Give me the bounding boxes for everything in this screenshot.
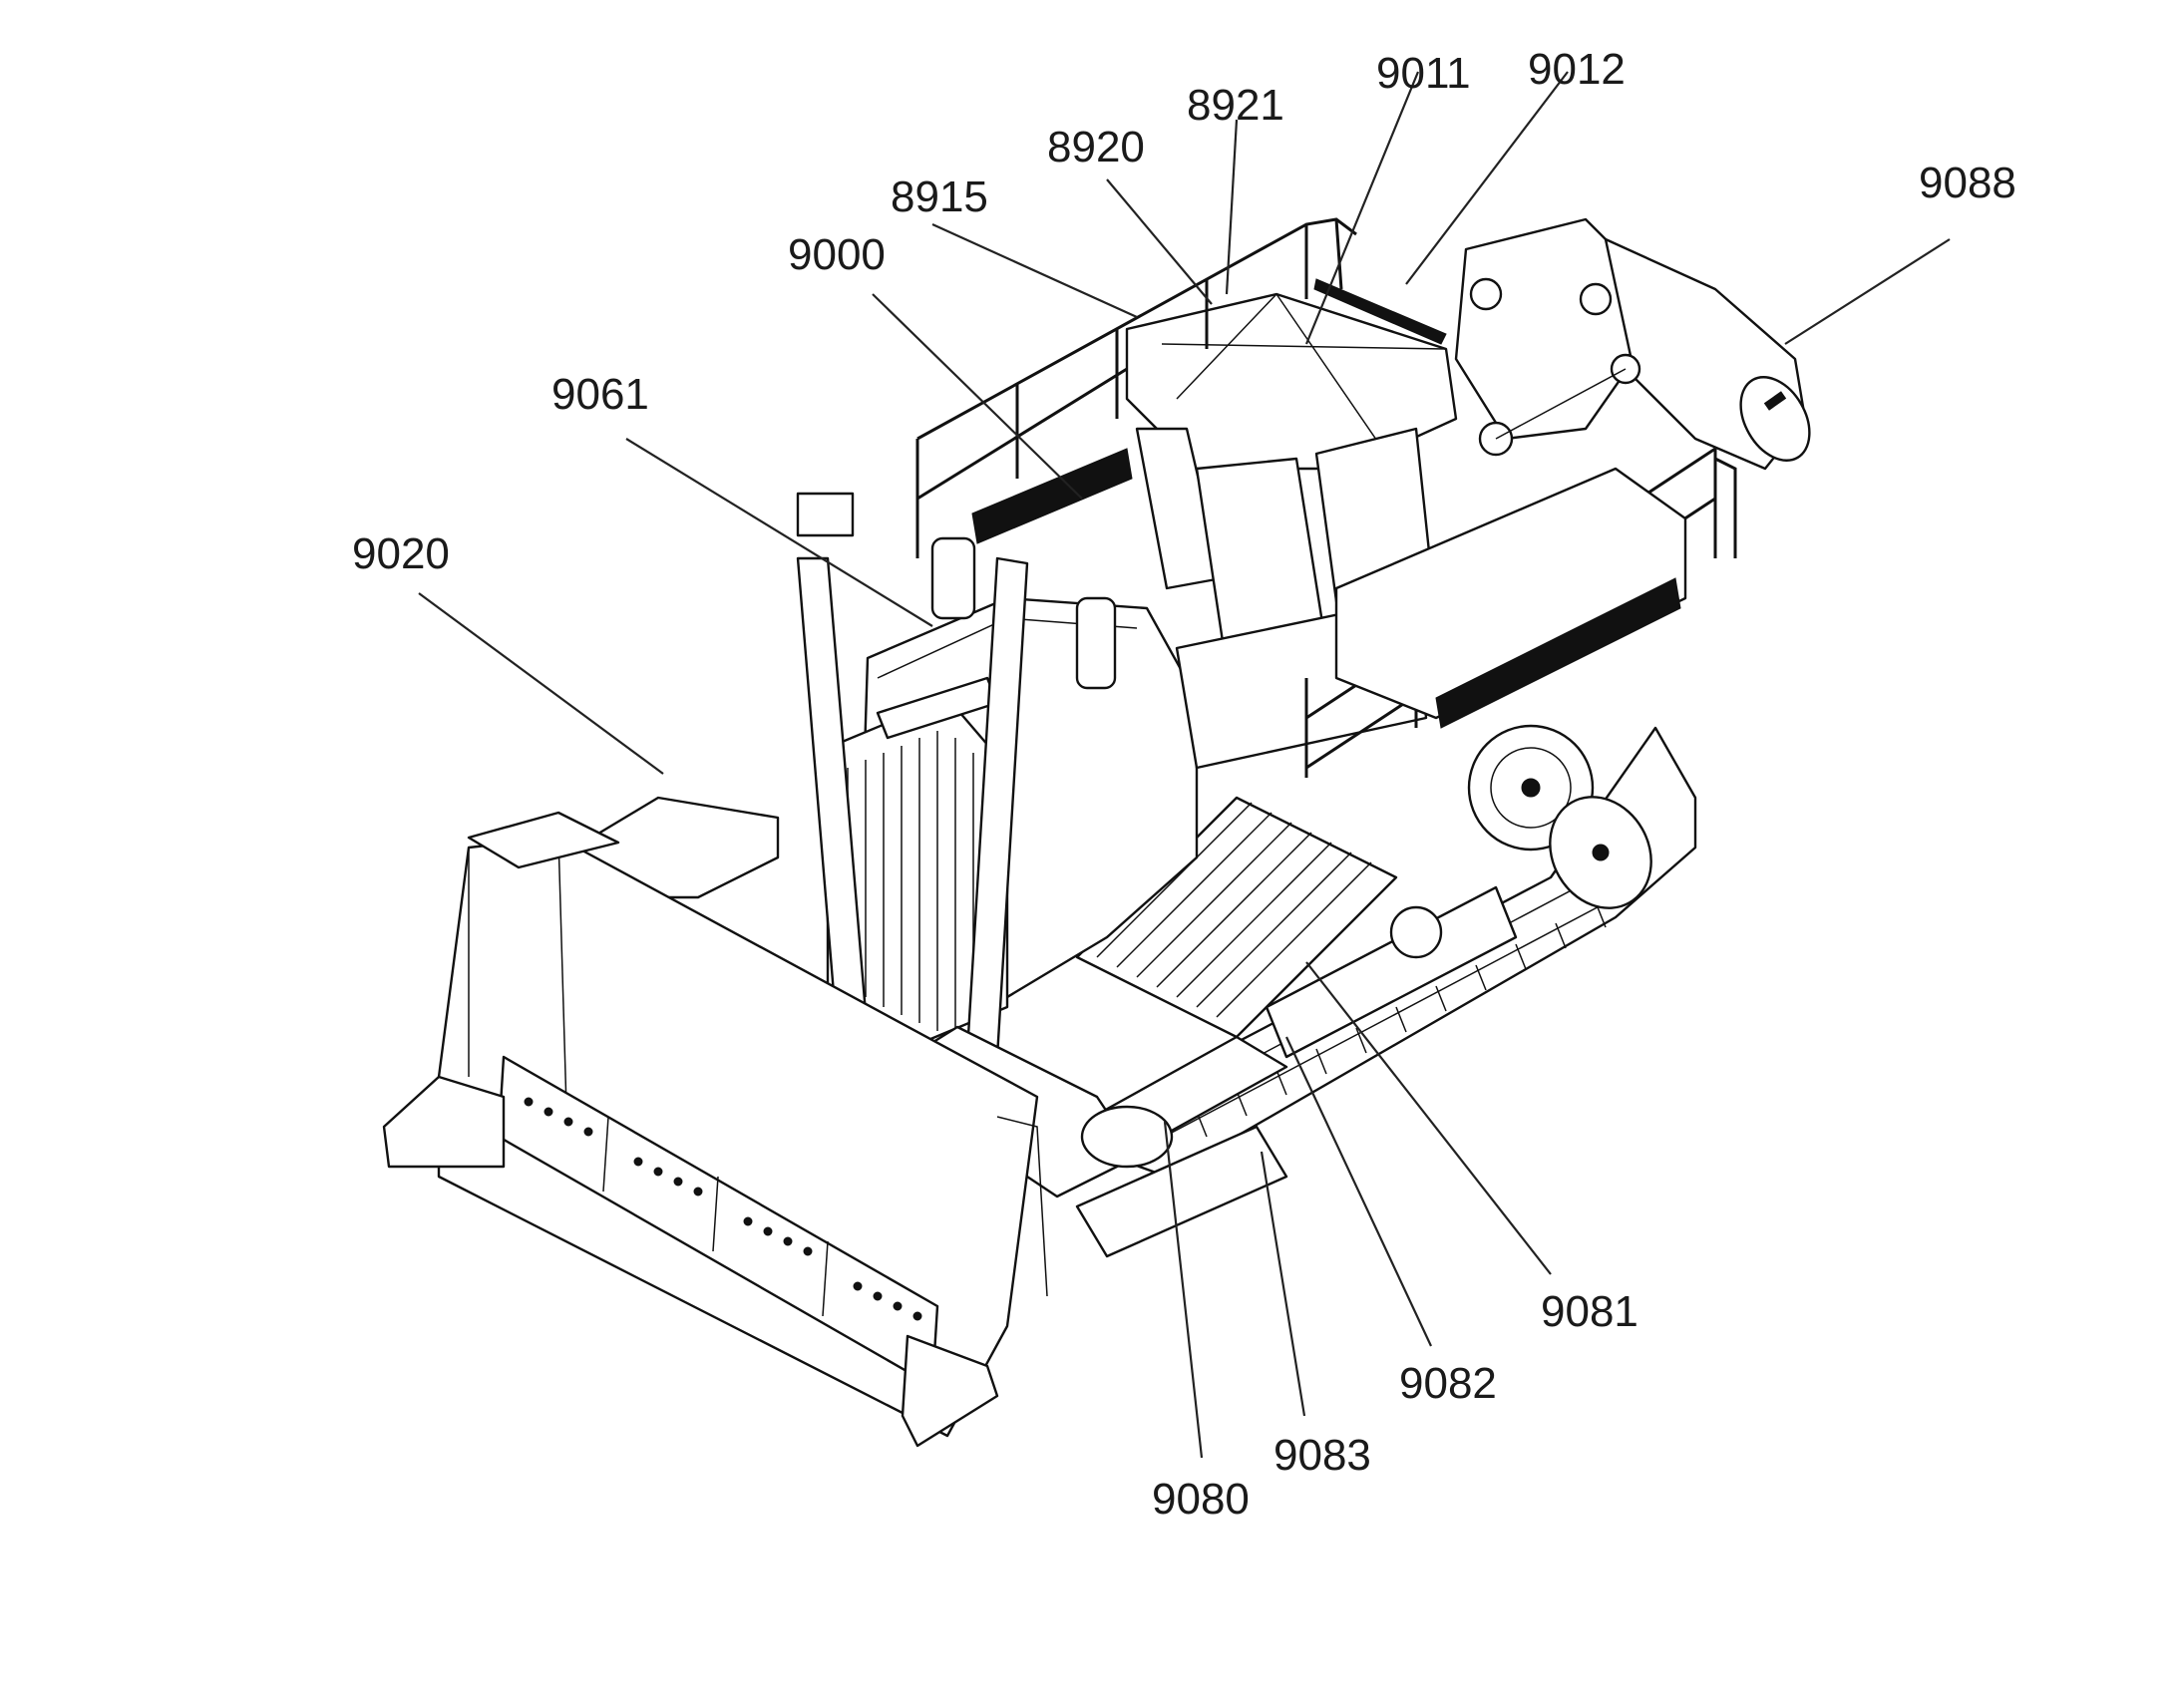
- label-9012: 9012: [1528, 45, 1626, 94]
- leader-8920: [1106, 178, 1213, 305]
- leader-lines: [418, 71, 1951, 1459]
- leader-9012: [1405, 71, 1569, 285]
- label-8915: 8915: [891, 172, 988, 221]
- ripper-assembly: [1454, 217, 1811, 471]
- label-9020: 9020: [352, 529, 450, 578]
- label-9000: 9000: [788, 230, 886, 279]
- leader-8915: [931, 222, 1138, 319]
- leader-9011: [1304, 71, 1420, 345]
- label-8921: 8921: [1187, 81, 1284, 130]
- leader-9083: [1260, 1151, 1306, 1417]
- label-9011: 9011: [1376, 49, 1471, 98]
- dozer-illustration: [382, 217, 1811, 1448]
- leader-9081: [1305, 961, 1552, 1275]
- label-9061: 9061: [551, 370, 649, 419]
- label-9083: 9083: [1273, 1431, 1371, 1480]
- left-track-walkway: [1055, 796, 1398, 1258]
- leader-9080: [1163, 1121, 1204, 1459]
- label-9082: 9082: [1399, 1359, 1497, 1408]
- leader-9082: [1285, 1036, 1432, 1347]
- dozer-blade: [382, 811, 1048, 1448]
- label-9088: 9088: [1919, 159, 2016, 207]
- reference-labels: 9011 9012 8921 8920 8915 9000 9088 9061 …: [352, 45, 2016, 1524]
- leader-8921: [1225, 119, 1239, 295]
- label-9080: 9080: [1152, 1475, 1250, 1524]
- rear-deck: [971, 448, 1687, 729]
- leader-9061: [625, 438, 933, 627]
- leader-9020: [418, 592, 664, 775]
- leader-9088: [1784, 238, 1951, 345]
- label-9081: 9081: [1541, 1287, 1638, 1336]
- leader-9000: [872, 293, 1083, 500]
- label-8920: 8920: [1047, 123, 1145, 171]
- engine-housing: [796, 492, 1199, 1059]
